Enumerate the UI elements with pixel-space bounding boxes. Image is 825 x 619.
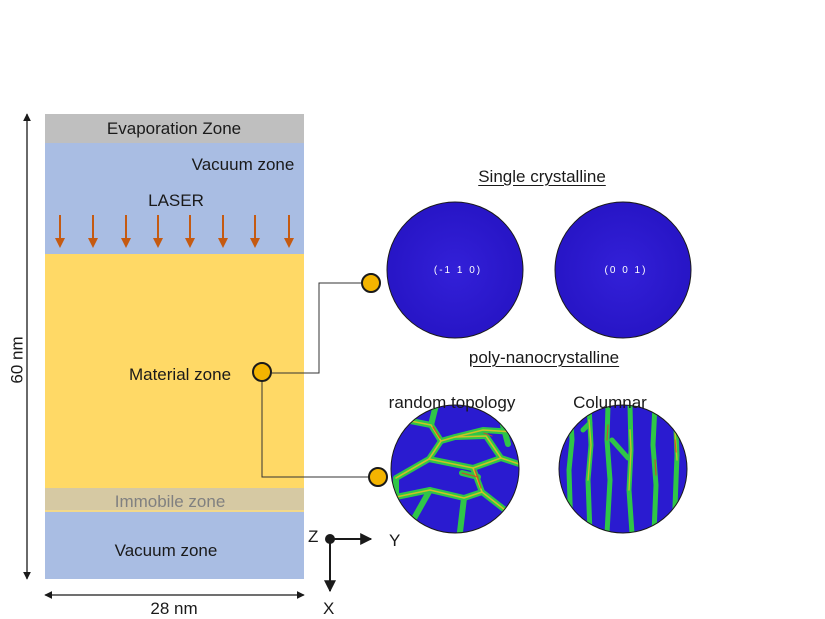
crystal-disc-110 — [386, 201, 524, 339]
material-marker — [252, 362, 272, 382]
height-dimension-label: 60 nm — [7, 336, 27, 384]
connector-line-upper — [272, 282, 362, 374]
column-boundaries — [566, 405, 680, 533]
evaporation-zone-label: Evaporation Zone — [106, 119, 242, 138]
vacuum-zone-bottom — [45, 512, 304, 579]
evaporation-zone — [45, 114, 304, 143]
laser-arrows — [55, 215, 294, 248]
random-topology-outline — [390, 404, 520, 534]
columnar-label: Columnar — [573, 393, 647, 412]
width-dimension-label: 28 nm — [150, 599, 198, 618]
material-zone-label: Material zone — [128, 365, 232, 384]
orientation-label-110: (-1 1 0) — [433, 265, 483, 276]
z-axis-label: Z — [308, 527, 319, 546]
coordinate-axes — [324, 533, 373, 593]
orientation-label-001: (0 0 1) — [604, 265, 648, 276]
immobile-zone-label: Immobile zone — [114, 492, 226, 511]
columnar-outline — [558, 404, 688, 534]
vacuum-zone-top-label: Vacuum zone — [191, 155, 295, 174]
single-crystal-marker — [361, 273, 381, 293]
z-axis-origin — [325, 534, 335, 544]
poly-crystal-marker — [368, 467, 388, 487]
connector-line-lower — [261, 381, 369, 478]
random-topology-disc — [391, 405, 519, 533]
random-topology-label: random topology — [388, 393, 516, 412]
crystal-disc-001 — [554, 201, 692, 339]
vacuum-zone-top — [45, 143, 304, 254]
y-axis-label: Y — [389, 531, 401, 550]
vacuum-zone-bottom-label: Vacuum zone — [114, 541, 218, 560]
immobile-zone — [45, 488, 304, 511]
columnar-disc — [559, 405, 687, 533]
x-axis-label: X — [323, 599, 335, 618]
single-crystalline-title: Single crystalline — [478, 167, 606, 186]
laser-label: LASER — [148, 191, 204, 210]
poly-nanocrystalline-title: poly-nanocrystalline — [468, 348, 620, 367]
grain-boundaries — [392, 405, 519, 533]
